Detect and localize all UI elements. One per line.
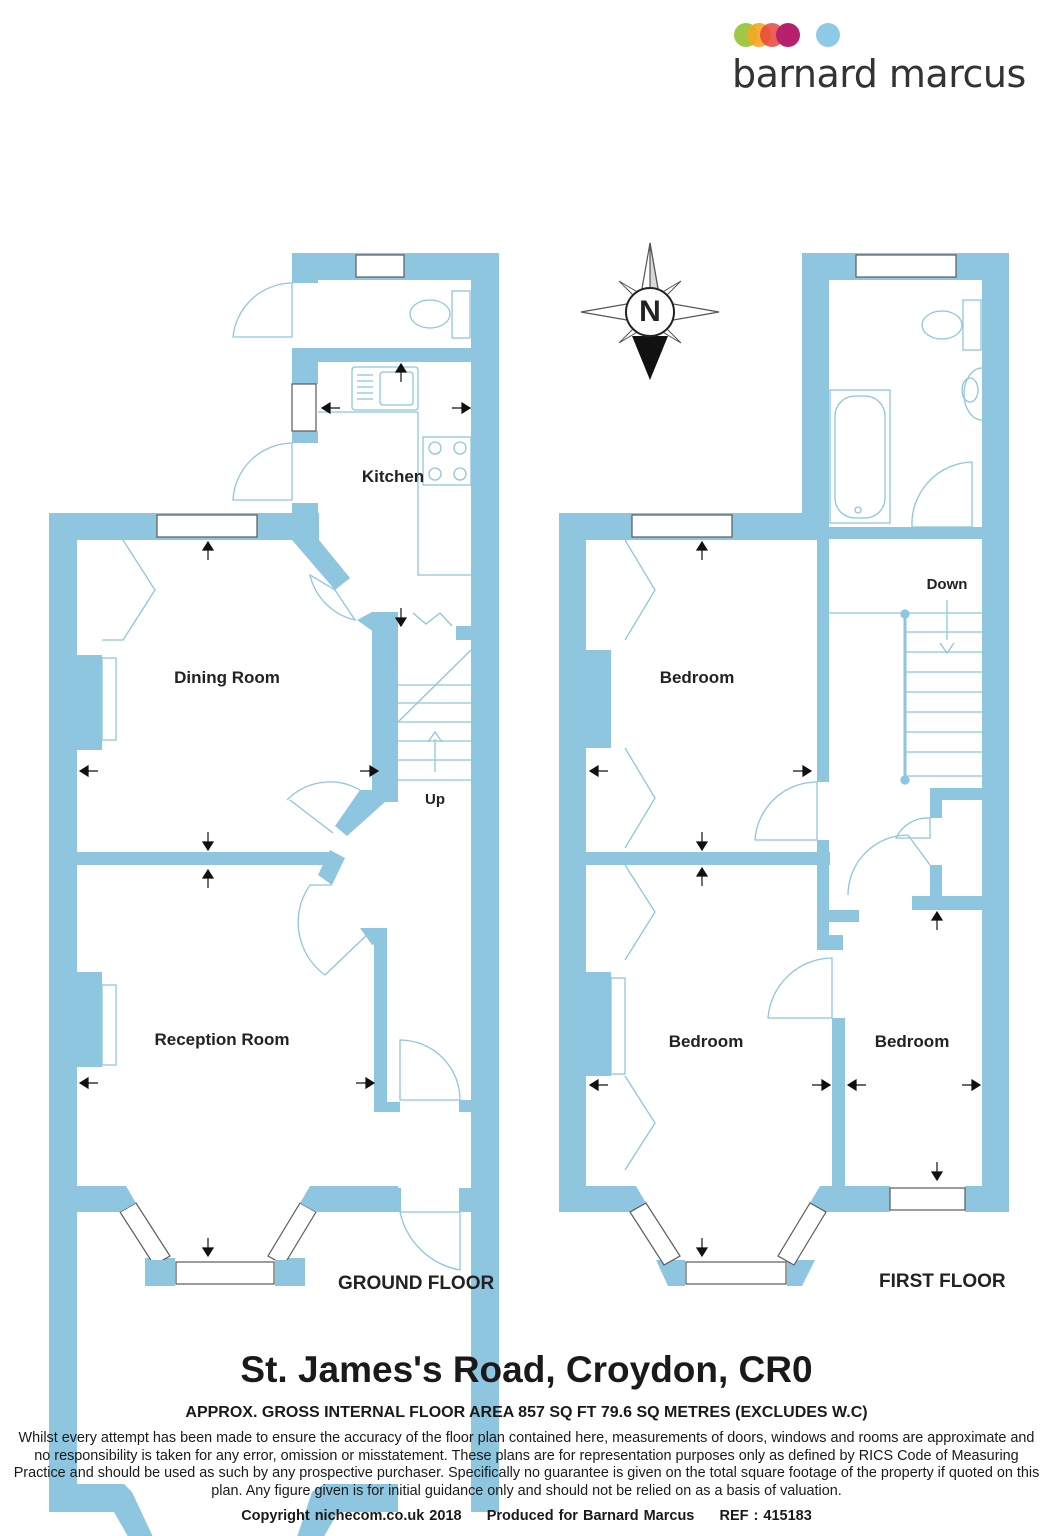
compass-rose xyxy=(580,242,720,380)
room-label-bedroom-rear: Bedroom xyxy=(659,668,735,687)
ground-floor-fittings xyxy=(85,282,472,1271)
window xyxy=(855,254,957,278)
compass-north-label: N xyxy=(639,295,661,328)
window xyxy=(156,514,258,538)
brand-logo-dots xyxy=(734,23,840,47)
floor-label-first: FIRST FLOOR xyxy=(879,1271,1006,1292)
first-floor-fittings xyxy=(610,299,983,1171)
ground-floor-walls xyxy=(49,253,499,1536)
copyright-line: Copyright nichecom.co.uk 2018 Produced f… xyxy=(241,1508,812,1524)
floor-label-ground: GROUND FLOOR xyxy=(338,1273,495,1294)
brand-dot xyxy=(816,23,840,47)
window xyxy=(355,254,405,278)
brand-wordmark: barnard marcus xyxy=(732,52,1026,96)
dimension-arrows xyxy=(78,362,982,1258)
floor-area-summary: APPROX. GROSS INTERNAL FLOOR AREA 857 SQ… xyxy=(185,1404,868,1421)
room-label-dining: Dining Room xyxy=(174,668,280,687)
room-label-bedroom-front: Bedroom xyxy=(668,1032,744,1051)
first-floor-walls xyxy=(559,253,1009,1286)
room-label-kitchen: Kitchen xyxy=(361,467,425,486)
window xyxy=(631,514,733,538)
window xyxy=(291,383,317,432)
stairs-label-up: Up xyxy=(425,791,445,808)
room-label-bedroom-side: Bedroom xyxy=(874,1032,950,1051)
room-label-reception: Reception Room xyxy=(154,1030,290,1049)
stairs-label-down: Down xyxy=(926,576,968,593)
ground-bay-side-windows xyxy=(119,1202,317,1266)
window xyxy=(175,1261,275,1285)
brand-dot xyxy=(776,23,800,47)
disclaimer-text: Whilst every attempt has been made to en… xyxy=(13,1430,1040,1499)
window xyxy=(685,1261,787,1285)
first-floor-windows xyxy=(629,254,966,1285)
window xyxy=(889,1187,966,1211)
ground-floor-windows xyxy=(156,254,405,1285)
property-address: St. James's Road, Croydon, CR0 xyxy=(240,1349,813,1390)
